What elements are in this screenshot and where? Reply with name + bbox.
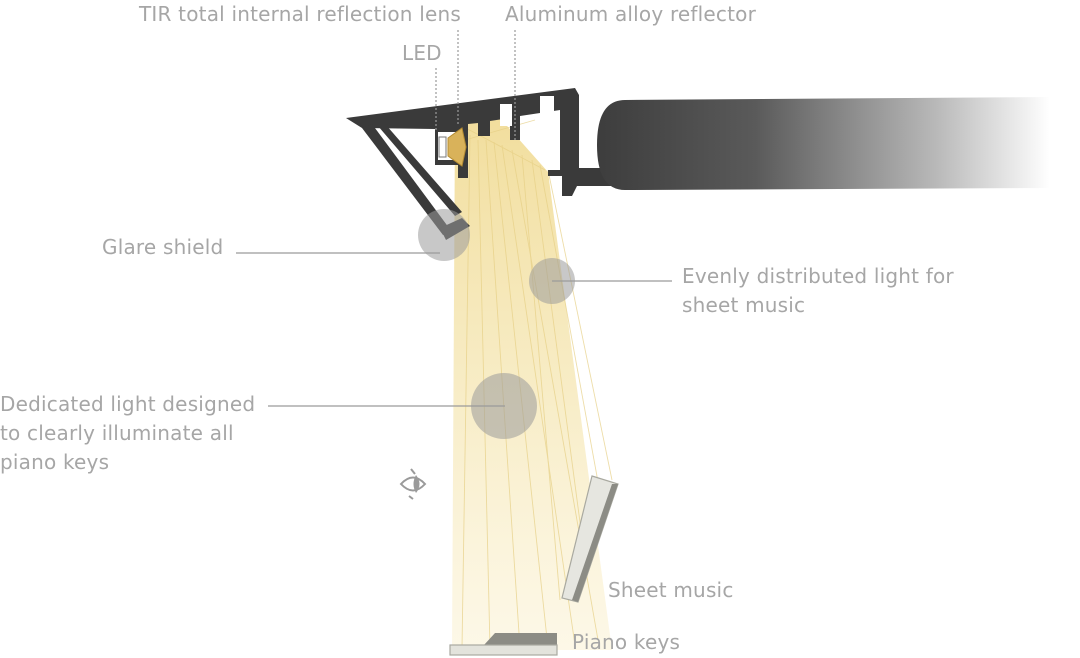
tir-lens-label: TIR total internal reflection lens (139, 2, 461, 26)
dedicated-line-3: piano keys (0, 450, 110, 474)
even-light-marker (529, 258, 575, 304)
dedicated-line-2: to clearly illuminate all (0, 421, 234, 445)
even-light-line-2: sheet music (682, 293, 806, 317)
glare-shield-label: Glare shield (102, 235, 224, 259)
glare-shield-marker (418, 209, 470, 261)
even-light-line-1: Evenly distributed light for (682, 264, 954, 288)
piano-keys-shape (449, 633, 558, 656)
support-arm (575, 97, 1050, 190)
dedicated-light-marker (471, 373, 537, 439)
led-label: LED (402, 41, 442, 65)
dedicated-line-1: Dedicated light designed (0, 392, 256, 416)
even-light-label: Evenly distributed light for sheet music (682, 262, 954, 320)
dedicated-light-label: Dedicated light designed to clearly illu… (0, 390, 258, 477)
reflector-label: Aluminum alloy reflector (505, 2, 757, 26)
piano-keys-label: Piano keys (572, 630, 681, 654)
sheet-music-label: Sheet music (608, 578, 734, 602)
sheet-music-stand (561, 475, 619, 603)
eye-icon (399, 468, 427, 500)
light-beam (452, 118, 613, 650)
led-tir-lens (438, 127, 467, 167)
